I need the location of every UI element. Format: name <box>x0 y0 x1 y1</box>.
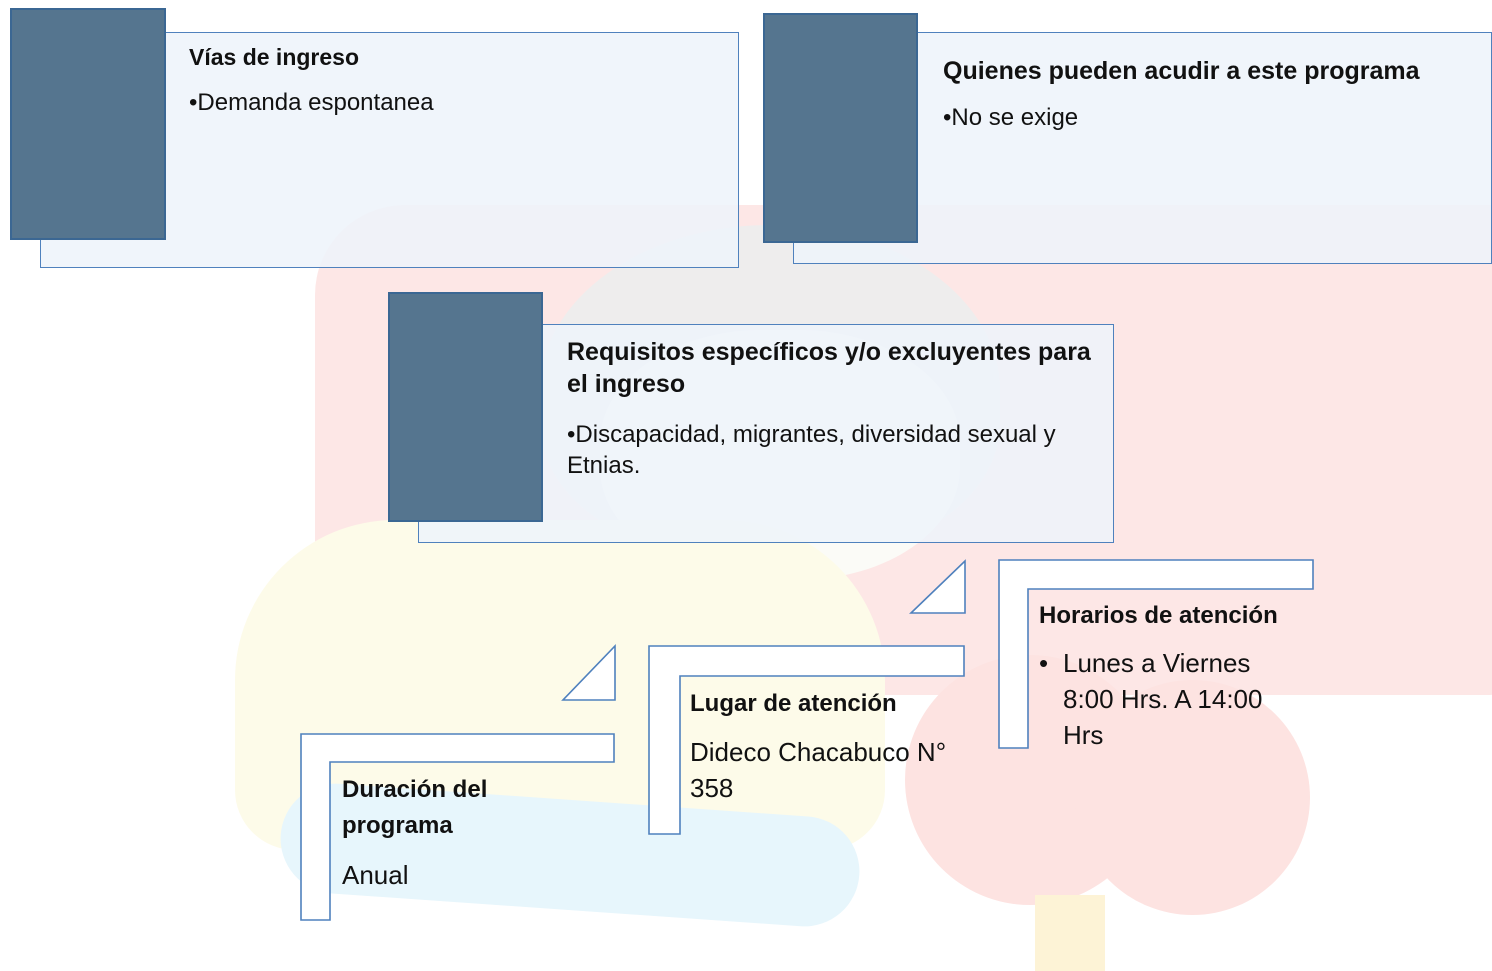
background-yellow-block <box>1035 895 1105 971</box>
vias-ingreso-square <box>10 8 166 240</box>
duracion-text: Anual <box>342 860 409 890</box>
requisitos-title: Requisitos específicos y/o excluyentes p… <box>567 338 1091 398</box>
duracion-title: Duración del programa <box>342 776 488 839</box>
lugar-bent-arrow <box>648 645 965 835</box>
horarios-bent-arrow <box>998 559 1314 749</box>
horarios-list-item: • Lunes a Viernes 8:00 Hrs. A 14:00 Hrs <box>1039 645 1299 753</box>
requisitos-bullet: •Discapacidad, migrantes, diversidad sex… <box>567 421 1056 479</box>
horarios-title: Horarios de atención <box>1039 602 1278 629</box>
lugar-text: Dideco Chacabuco N° 358 <box>690 737 947 803</box>
quienes-pueden-acudir-title: Quienes pueden acudir a este programa <box>943 57 1420 85</box>
quienes-pueden-acudir-square <box>763 13 918 243</box>
duracion-corner-triangle <box>561 644 616 701</box>
lugar-corner-triangle <box>909 559 966 614</box>
background-red-ball <box>1075 680 1310 915</box>
vias-ingreso-bullet: •Demanda espontanea <box>189 89 434 116</box>
vias-ingreso-title: Vías de ingreso <box>189 44 360 70</box>
lugar-title: Lugar de atención <box>690 690 897 717</box>
quienes-pueden-acudir-bullet: •No se exige <box>943 104 1079 131</box>
horarios-text: Lunes a Viernes 8:00 Hrs. A 14:00 Hrs <box>1063 648 1263 750</box>
horarios-bullet: • <box>1039 648 1049 678</box>
requisitos-square <box>388 292 543 522</box>
duracion-bent-arrow <box>300 733 615 921</box>
